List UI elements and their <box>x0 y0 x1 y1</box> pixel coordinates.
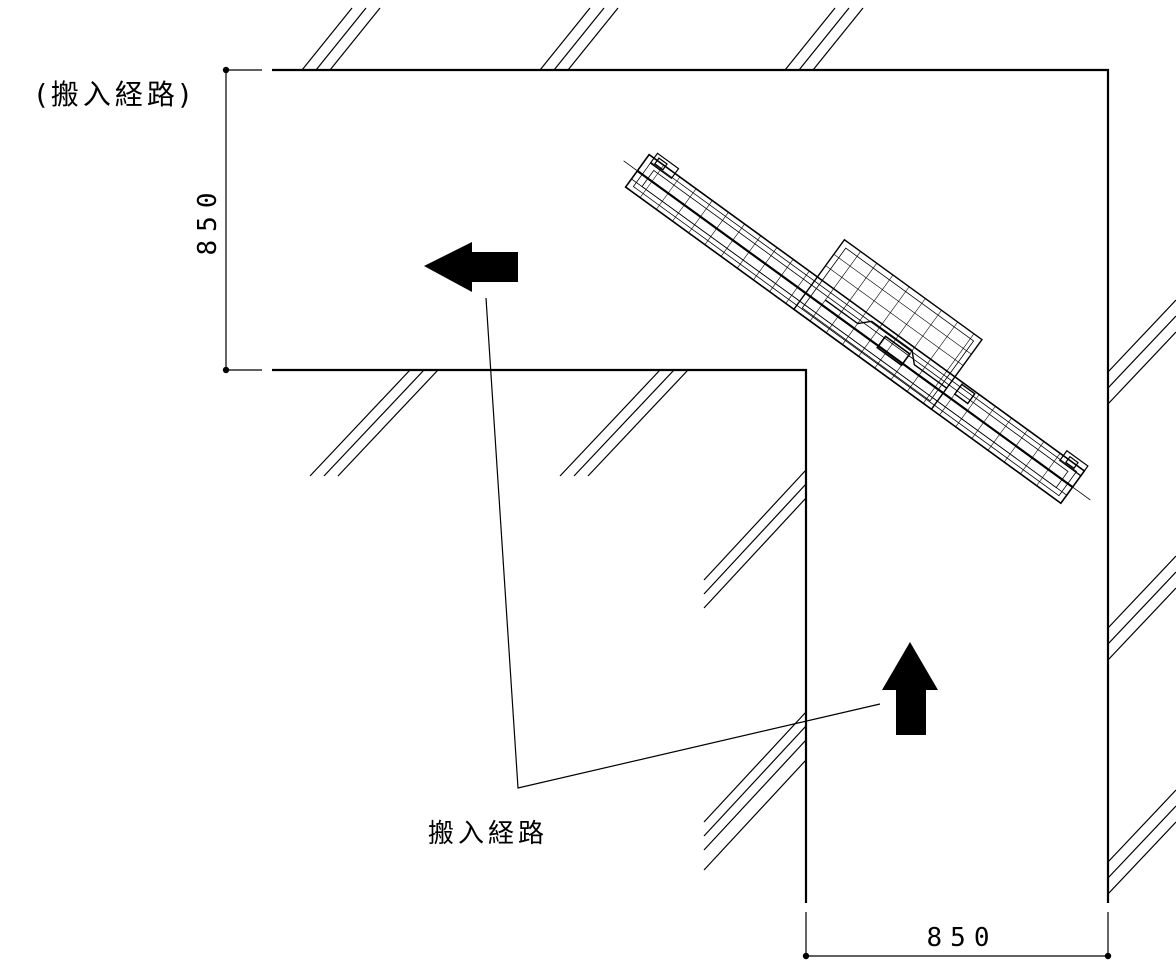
route-label: 搬入経路 <box>428 819 548 849</box>
up-arrow-icon <box>882 642 938 735</box>
left-arrow-icon <box>424 242 518 292</box>
wall-hatch-outer-right <box>1107 299 1176 895</box>
dimension-horizontal-label: 850 <box>927 923 998 953</box>
dimension-vertical <box>222 66 262 374</box>
outer-wall <box>272 68 1110 903</box>
inner-wall <box>272 368 808 903</box>
route-leader-lines <box>485 297 881 789</box>
dimension-vertical-label: 850 <box>193 185 223 256</box>
dimension-horizontal <box>802 912 1112 960</box>
unit-outline <box>623 152 1091 505</box>
wall-hatch-inner-bottom <box>309 369 689 477</box>
wall-hatch-top <box>301 7 864 71</box>
corridor-walls <box>272 68 1110 903</box>
diagram-title: (搬入経路) <box>36 78 194 111</box>
wall-hatch-inner-left <box>703 469 807 871</box>
